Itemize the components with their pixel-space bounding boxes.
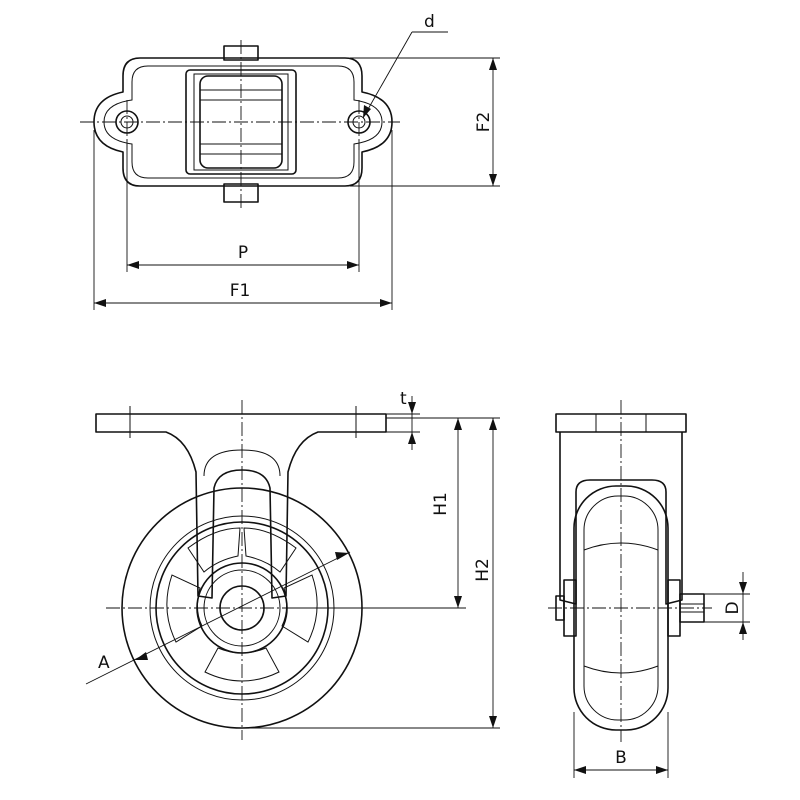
label-A: A	[98, 653, 110, 673]
front-view: t H1 H2 A	[85, 389, 500, 740]
top-plate-outline	[93, 57, 393, 187]
label-D: D	[723, 601, 743, 614]
label-B: B	[615, 748, 627, 768]
label-F2: F2	[474, 112, 494, 133]
label-H2: H2	[473, 558, 493, 582]
top-view: F2 d P F1	[80, 12, 500, 310]
label-d: d	[424, 12, 435, 32]
top-plate-inner	[103, 65, 383, 179]
label-P: P	[238, 243, 248, 263]
side-view: D B	[548, 400, 750, 778]
label-F1: F1	[230, 281, 251, 301]
label-H1: H1	[431, 492, 451, 516]
label-t: t	[400, 389, 407, 409]
